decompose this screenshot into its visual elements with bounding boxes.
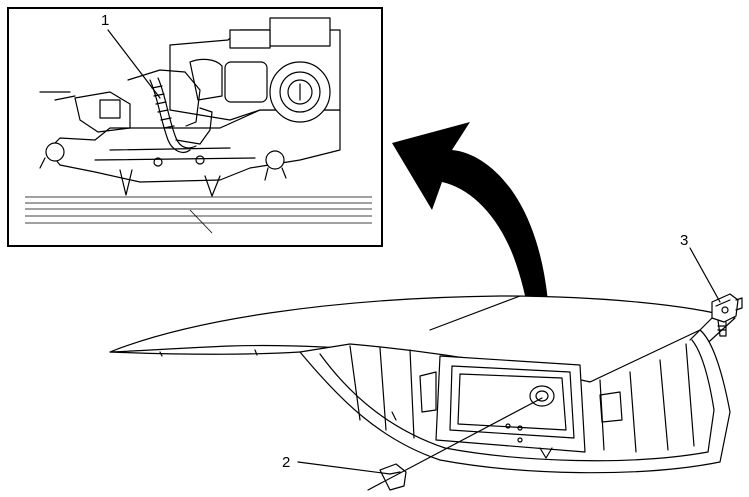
leader-line-2: [297, 461, 391, 475]
inset-rails: [25, 196, 372, 234]
callout-3: 3: [680, 232, 688, 249]
leader-line-3: [689, 247, 721, 303]
direction-arrow: [392, 122, 550, 372]
latch-part-3: [689, 293, 743, 341]
inset-detail-view: 1: [7, 7, 383, 247]
leader-line-1: [107, 29, 161, 99]
latch-mechanism: [39, 17, 341, 197]
install-line-2: [367, 397, 543, 491]
callout-2: 2: [282, 454, 290, 471]
deck-lid: [109, 295, 736, 474]
callout-1: 1: [101, 12, 109, 29]
